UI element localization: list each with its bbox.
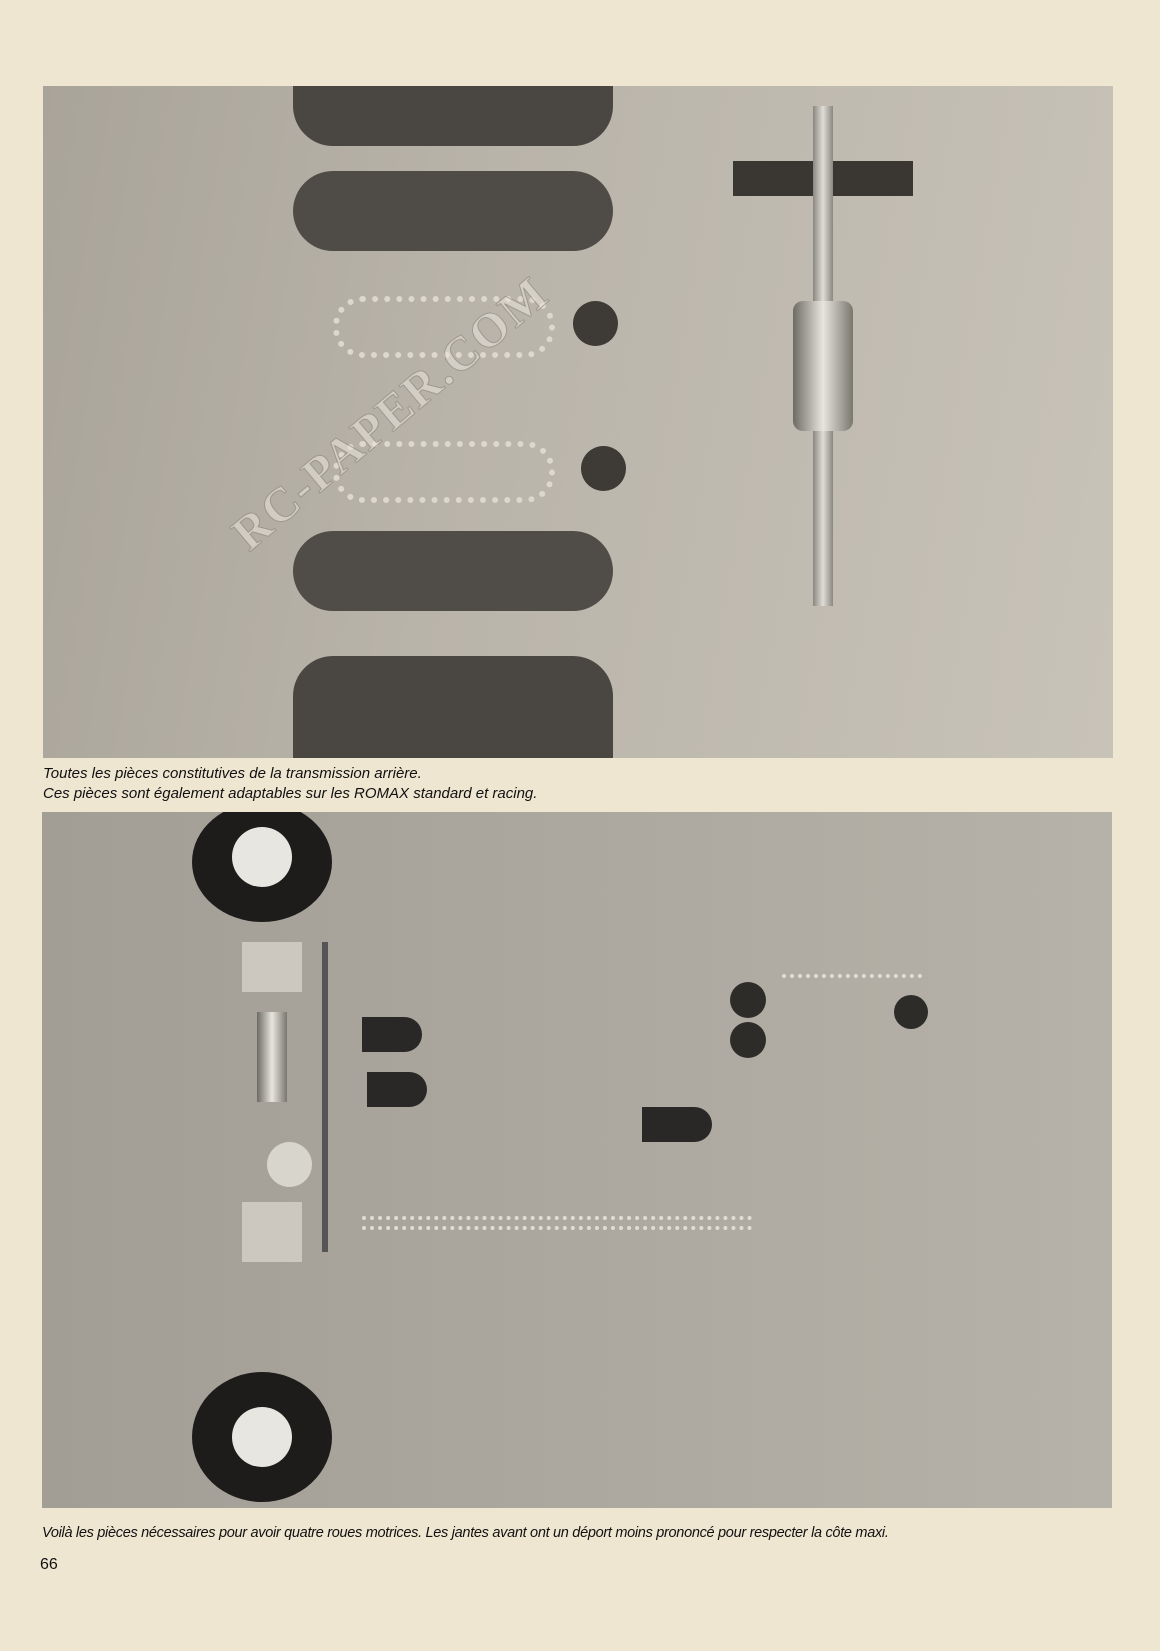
bearing-block-1	[362, 1017, 422, 1052]
differential	[793, 301, 853, 431]
photo-rear-transmission-parts: RC-PAPER.COM	[43, 86, 1113, 758]
wheel-bottom	[192, 1372, 332, 1502]
wheel-top	[192, 812, 332, 922]
gear-cover-3	[293, 531, 613, 611]
page-number: 66	[40, 1556, 58, 1573]
gear-cover-1	[293, 86, 613, 146]
caption-photo-1: Toutes les pièces constitutives de la tr…	[43, 764, 537, 804]
gear-cover-4	[293, 656, 613, 758]
caption-line: Ces pièces sont également adaptables sur…	[43, 785, 538, 802]
sprocket-3	[894, 995, 928, 1029]
bearing-block-2	[367, 1072, 427, 1107]
caption-photo-2: Voilà les pièces nécessaires pour avoir …	[42, 1523, 889, 1543]
hub-carrier-bottom	[242, 1202, 302, 1262]
sprocket-2	[581, 446, 626, 491]
short-chain	[782, 974, 922, 982]
chain-2	[333, 441, 555, 503]
chain-1	[333, 296, 555, 358]
caption-line: Voilà les pièces nécessaires pour avoir …	[42, 1525, 889, 1541]
sprocket-1	[730, 982, 766, 1018]
long-chain	[362, 1216, 752, 1230]
differential	[257, 1012, 287, 1102]
gear-wheel	[267, 1142, 312, 1187]
sprocket-1	[573, 301, 618, 346]
sprocket-2	[730, 1022, 766, 1058]
gear-cover-2	[293, 171, 613, 251]
caption-line: Toutes les pièces constitutives de la tr…	[43, 765, 422, 782]
photo-four-wheel-drive-parts	[42, 812, 1112, 1508]
hub-carrier-top	[242, 942, 302, 992]
bearing-block-3	[642, 1107, 712, 1142]
drive-shaft	[322, 942, 328, 1252]
